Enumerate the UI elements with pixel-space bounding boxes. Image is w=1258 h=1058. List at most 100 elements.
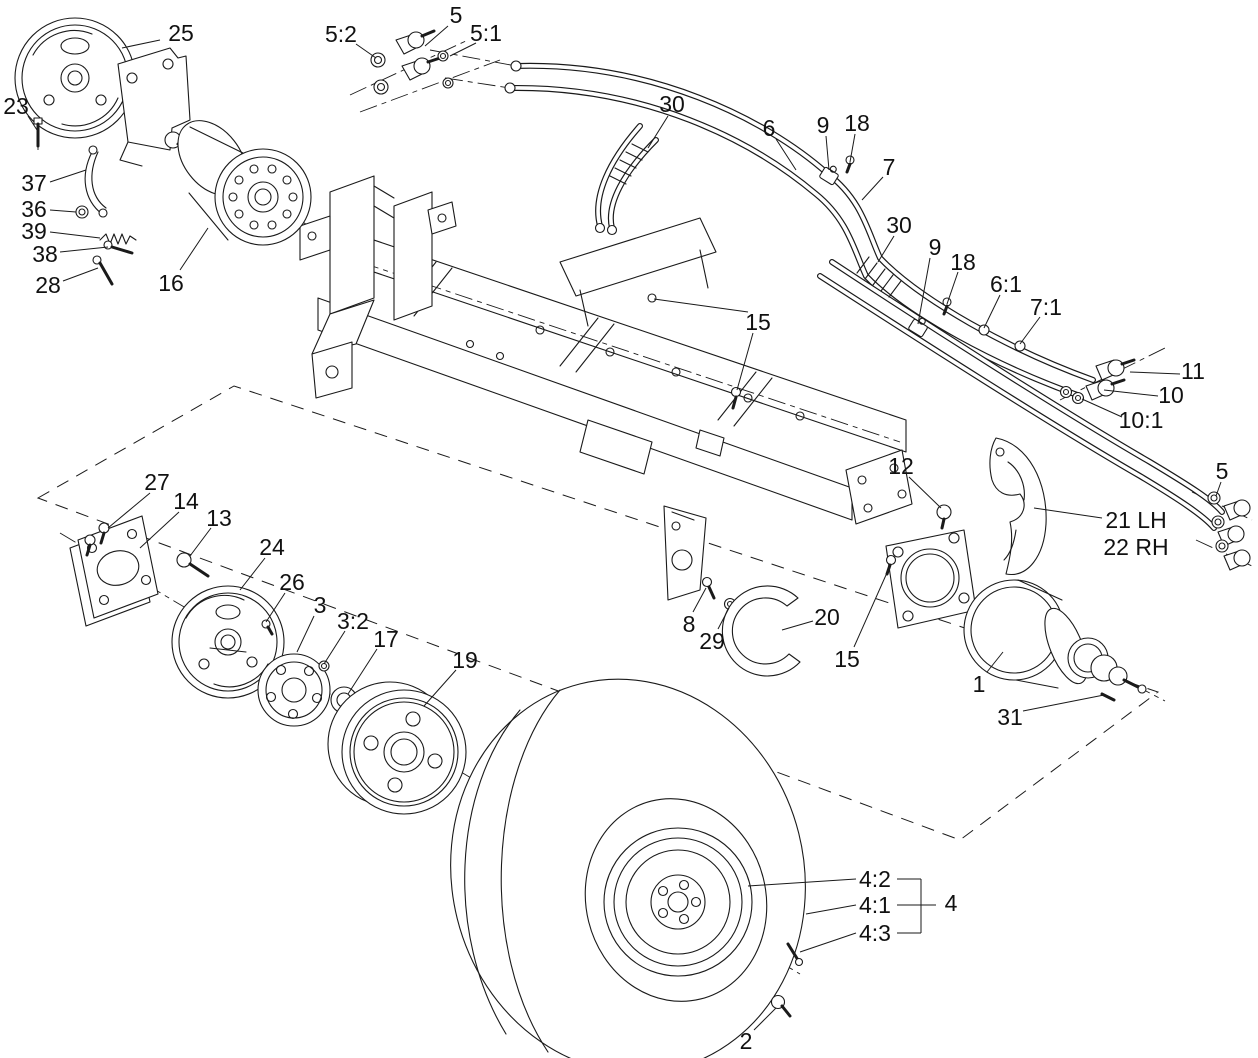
wheel-stud-3-2 (318, 660, 330, 672)
callout-leader-18 (946, 271, 959, 305)
callout-6: 6 (763, 115, 776, 141)
valve-stem-4-3 (786, 942, 804, 967)
callout-9: 9 (929, 234, 942, 260)
callout-leader-5:1 (449, 42, 477, 57)
bolt-18-a (845, 155, 855, 174)
callout-3:2: 3:2 (337, 608, 369, 634)
callout-leader-6:1 (983, 294, 1001, 329)
callout-4: 4 (945, 890, 958, 916)
callout-leader-27 (107, 492, 151, 529)
bolt-26 (261, 619, 274, 636)
callout-8: 8 (683, 611, 696, 637)
callout-5: 5 (450, 2, 463, 28)
callout-25: 25 (168, 20, 194, 46)
callout-leader-10:1 (1081, 398, 1123, 418)
bolts-27 (84, 522, 110, 557)
frame-assembly (299, 175, 913, 601)
callout-12: 12 (888, 453, 914, 479)
callout-leader-15 (853, 565, 891, 648)
callout-6:1: 6:1 (990, 271, 1022, 297)
brake-band-20 (721, 585, 801, 677)
washer-36 (75, 205, 89, 219)
callout-1: 1 (973, 671, 986, 697)
callout-15: 15 (745, 309, 771, 335)
callout-leader-7 (861, 176, 884, 201)
callout-17: 17 (373, 626, 399, 652)
callout-20: 20 (814, 604, 840, 630)
callout-leader-38 (59, 246, 109, 253)
callout-leader-9 (917, 257, 931, 325)
callout-7:1: 7:1 (1030, 294, 1062, 320)
callout-28: 28 (35, 272, 61, 298)
callout-leader-19 (423, 669, 457, 707)
callout-leader-12 (908, 476, 942, 509)
callout-bracket-4 (897, 878, 936, 934)
callout-19: 19 (452, 647, 478, 673)
hydraulic-fittings-mid-right (1059, 358, 1136, 405)
brake-backing-plate-21-22 (989, 437, 1047, 575)
washer-5-right (1207, 491, 1229, 553)
callout-leader-17 (347, 648, 378, 695)
callout-leader-4:2 (747, 878, 857, 887)
callout-leader-5 (1215, 481, 1222, 497)
callout-24: 24 (259, 534, 285, 560)
hose-wrap-30-b (856, 256, 902, 298)
callout-leader-26 (265, 592, 286, 623)
motor-mount-bracket (117, 47, 191, 167)
callout-leader-2 (753, 1007, 777, 1031)
callout-leader-15 (653, 298, 749, 313)
callout-15: 15 (834, 646, 860, 672)
callout-leader-3:2 (323, 630, 346, 665)
callout-leader-37 (49, 169, 87, 183)
bolt-13 (176, 552, 210, 578)
rim-lug-holes (657, 879, 702, 925)
callout-leader-3 (296, 615, 315, 653)
pin-23 (33, 117, 43, 148)
callout-11: 11 (1181, 358, 1205, 384)
wheel-motor-1 (963, 579, 1147, 694)
callout-23: 23 (3, 93, 29, 119)
callout-leader-1 (986, 651, 1004, 673)
callout-14: 14 (173, 488, 199, 514)
hose-wrap-30-a (609, 143, 649, 185)
callout-leader-4:1 (805, 904, 857, 915)
callout-leader-10 (1103, 389, 1159, 397)
callout-38: 38 (32, 241, 58, 267)
callout-leader-30 (877, 235, 895, 263)
hose-clamp-9-a (819, 165, 839, 186)
callout-36: 36 (21, 196, 47, 222)
bracket-plates-14 (69, 515, 159, 627)
hydraulic-fittings-top (370, 29, 454, 95)
brake-backing-plate-25 (14, 17, 136, 139)
callout-10: 10 (1158, 382, 1184, 408)
callout-leader-29 (717, 607, 730, 630)
callout-5:1: 5:1 (470, 20, 502, 46)
callout-21-LH: 21 LH (1105, 507, 1166, 533)
washer-5-2 (370, 52, 389, 95)
bolt-28 (92, 255, 114, 286)
spring-39 (99, 233, 137, 245)
callout-10:1: 10:1 (1119, 407, 1164, 433)
washer-10-1 (1059, 385, 1085, 405)
callout-27: 27 (144, 469, 170, 495)
callout-leader-11 (1129, 371, 1181, 375)
callout-leader-5:2 (355, 43, 377, 59)
callout-18: 18 (844, 110, 870, 136)
bolt-12 (936, 504, 952, 530)
callout-leader-5 (424, 25, 449, 47)
callout-leader-30 (647, 115, 669, 149)
callout-leader-28 (62, 267, 99, 282)
tire-and-rim (450, 678, 806, 1058)
callout-leader-23 (27, 115, 38, 131)
callout-29: 29 (699, 628, 725, 654)
callout-leader-16 (179, 227, 209, 271)
callout-13: 13 (206, 505, 232, 531)
callout-leader-20 (781, 620, 814, 631)
callout-leader-15 (736, 332, 754, 391)
callout-leader-9 (825, 135, 830, 171)
callout-leader-39 (49, 231, 101, 239)
hose-drop-with-wrap (594, 123, 659, 236)
